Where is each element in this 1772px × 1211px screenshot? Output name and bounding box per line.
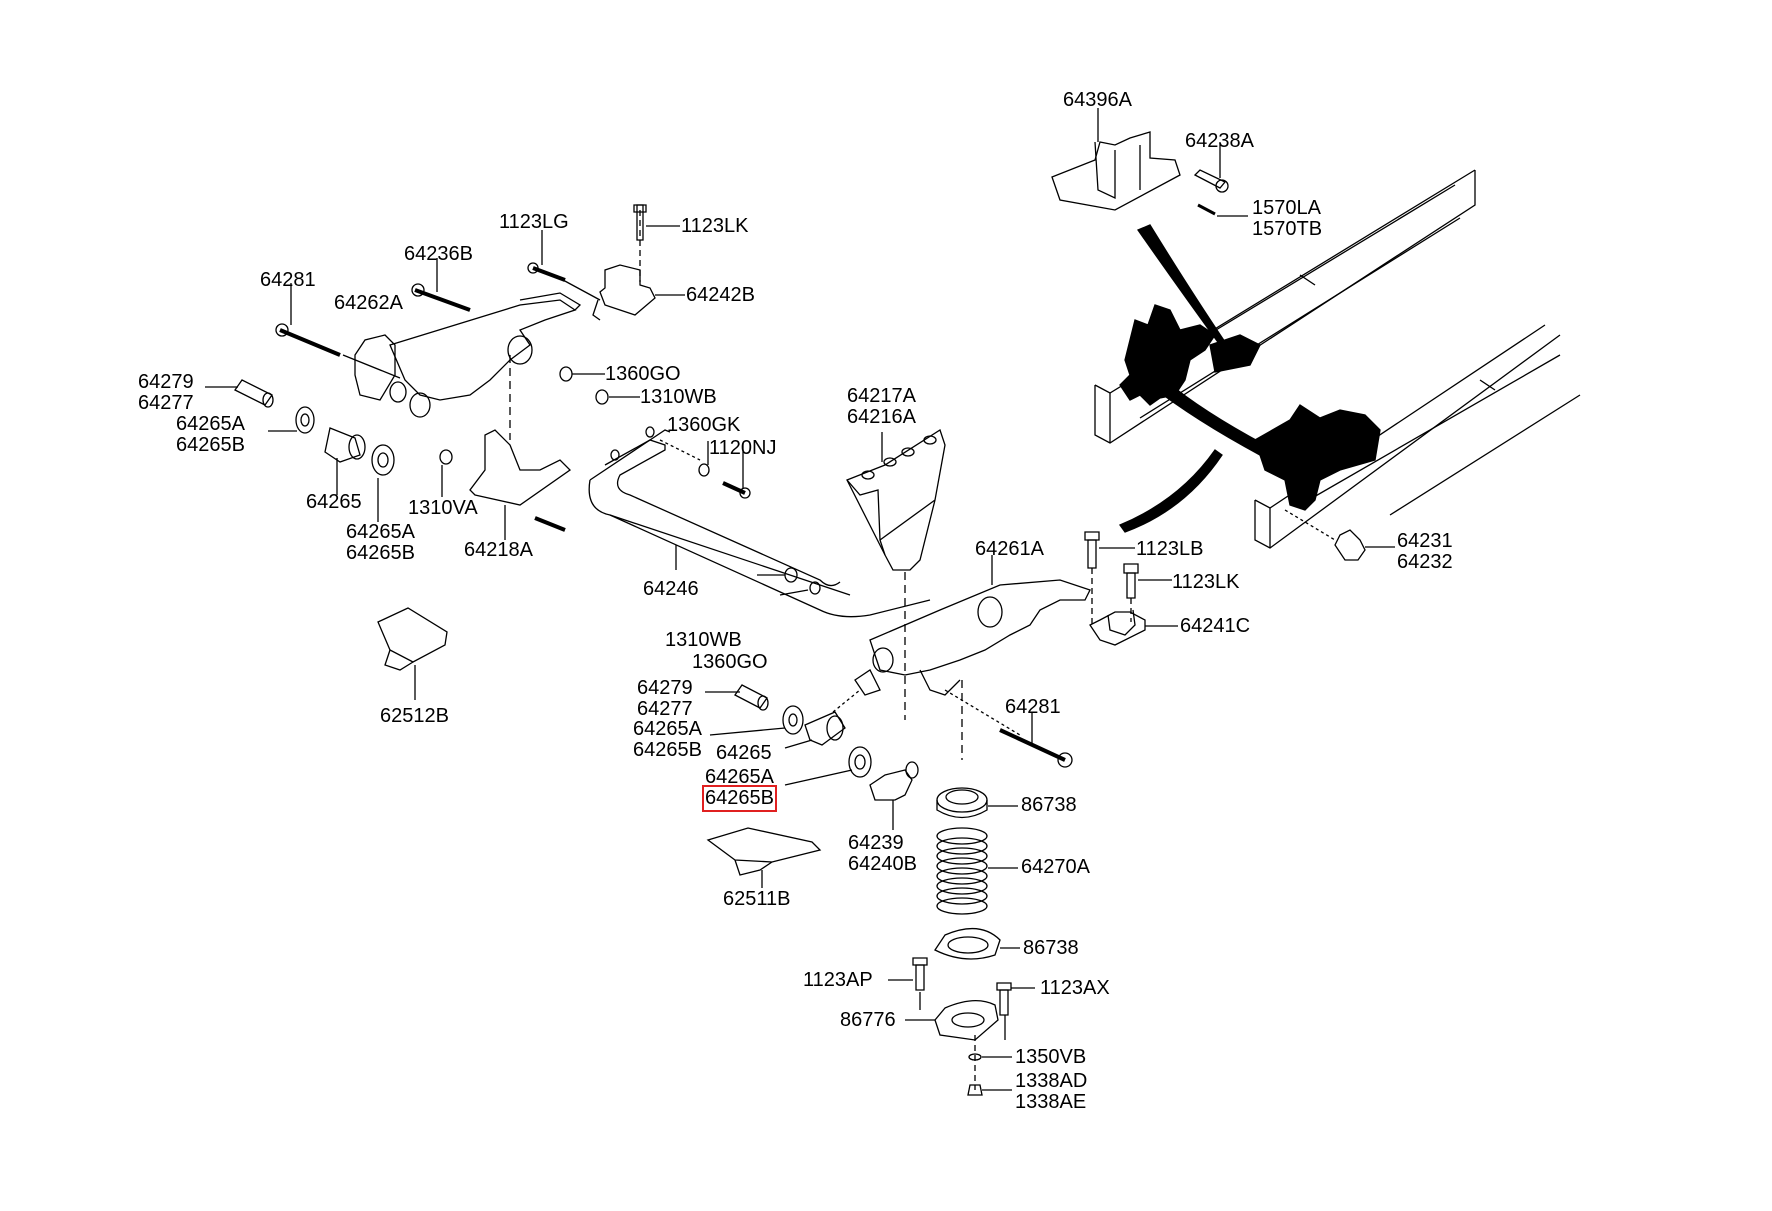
callout-64281-lower[interactable]: 64281 bbox=[1005, 696, 1061, 718]
callout-64236b[interactable]: 64236B bbox=[404, 243, 473, 265]
callout-64262a[interactable]: 64262A bbox=[334, 292, 403, 314]
callout-1123lb[interactable]: 1123LB bbox=[1136, 538, 1204, 560]
callout-1123ap[interactable]: 1123AP bbox=[803, 969, 873, 991]
callout-64265a-lower[interactable]: 64265A bbox=[705, 766, 774, 788]
callout-64241c[interactable]: 64241C bbox=[1180, 615, 1251, 637]
callout-1123ax[interactable]: 1123AX bbox=[1040, 977, 1110, 999]
bracket-64217a bbox=[846, 429, 946, 720]
callout-1123lk-lower[interactable]: 1123LK bbox=[1172, 571, 1240, 593]
axle-silhouette bbox=[1118, 224, 1381, 533]
bushing-group-lower bbox=[377, 567, 1073, 915]
callout-64238a[interactable]: 64238A bbox=[1185, 130, 1254, 152]
control-arm-64261a bbox=[854, 555, 1091, 760]
bolt-64238a bbox=[1193, 142, 1248, 217]
callout-64265b-highlighted[interactable]: 64265B bbox=[702, 785, 777, 812]
callout-1350vb[interactable]: 1350VB bbox=[1015, 1046, 1087, 1068]
callout-64396a[interactable]: 64396A bbox=[1063, 89, 1132, 111]
callout-1360go-lower[interactable]: 1360GO bbox=[692, 651, 768, 673]
callout-1310wb-upper[interactable]: 1310WB bbox=[640, 386, 717, 408]
callout-1123lk-upper[interactable]: 1123LK bbox=[681, 215, 749, 237]
callout-1360gk[interactable]: 1360GK bbox=[667, 414, 741, 436]
callout-64281-upper[interactable]: 64281 bbox=[260, 269, 316, 291]
callout-86738-lower[interactable]: 86738 bbox=[1023, 937, 1079, 959]
bumper-64241c bbox=[1084, 509, 1395, 646]
callout-62511b[interactable]: 62511B bbox=[723, 888, 791, 910]
callout-86776[interactable]: 86776 bbox=[840, 1009, 896, 1031]
callout-1120nj[interactable]: 1120NJ bbox=[709, 437, 777, 459]
lower-seat-assembly bbox=[888, 928, 1035, 1096]
callout-1360go-upper[interactable]: 1360GO bbox=[605, 363, 681, 385]
control-arm-upper-left bbox=[205, 204, 685, 540]
callout-64246[interactable]: 64246 bbox=[643, 578, 699, 600]
coil-spring bbox=[936, 827, 988, 915]
stabilizer-bar-64246 bbox=[588, 426, 931, 618]
callout-1123lg[interactable]: 1123LG bbox=[499, 211, 569, 233]
callout-64218a[interactable]: 64218A bbox=[464, 539, 533, 561]
callout-64261a[interactable]: 64261A bbox=[975, 538, 1044, 560]
callout-1310va[interactable]: 1310VA bbox=[408, 497, 478, 519]
callout-62512b[interactable]: 62512B bbox=[380, 705, 449, 727]
callout-86738-upper[interactable]: 86738 bbox=[1021, 794, 1077, 816]
callout-64270a[interactable]: 64270A bbox=[1021, 856, 1090, 878]
part-64396a-bracket bbox=[1051, 108, 1181, 211]
callout-64265-upper[interactable]: 64265 bbox=[306, 491, 362, 513]
callout-64242b[interactable]: 64242B bbox=[686, 284, 755, 306]
callout-1310wb-lower[interactable]: 1310WB bbox=[665, 629, 742, 651]
callout-64265-lower[interactable]: 64265 bbox=[716, 742, 772, 764]
